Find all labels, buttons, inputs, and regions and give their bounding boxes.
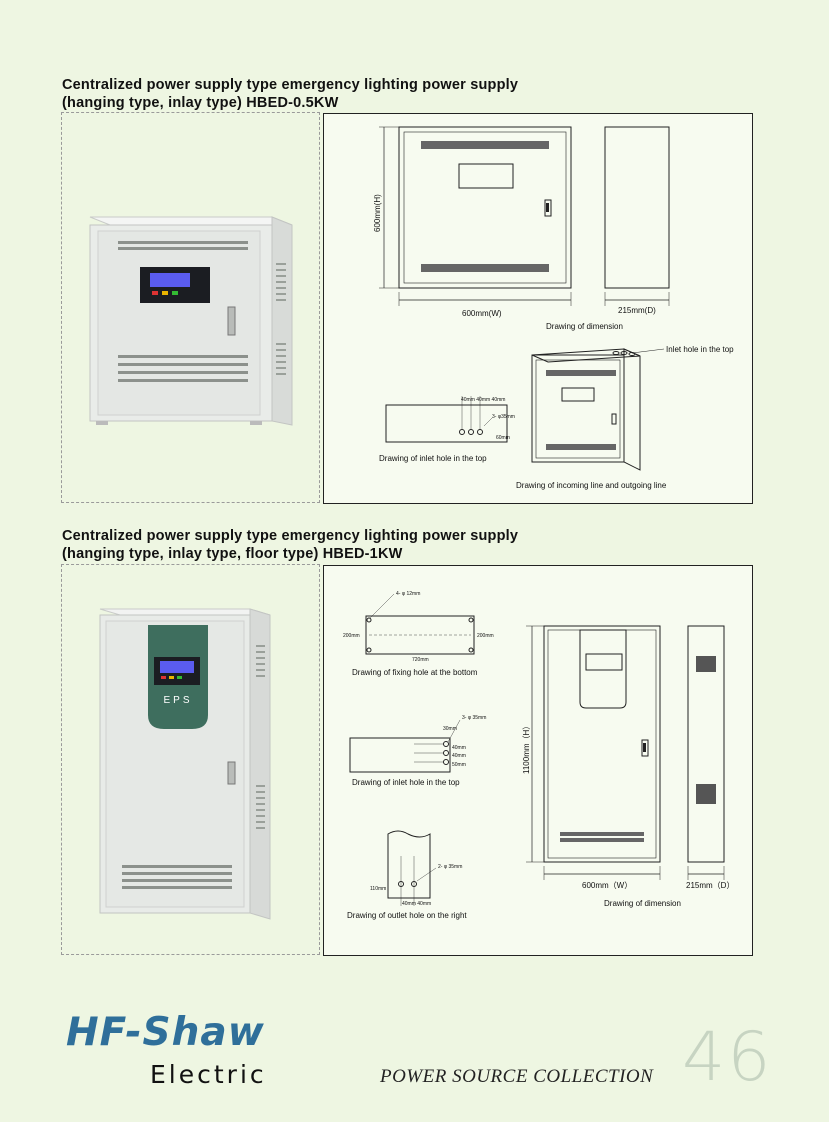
section2-drawing-frame: 4- φ 12mm 200mm 200mm 720mm Drawing of f… bbox=[323, 565, 753, 956]
inlet-d2: 40mm bbox=[452, 745, 466, 751]
section1-title-line1: Centralized power supply type emergency … bbox=[62, 77, 519, 93]
section1-title: Centralized power supply type emergency … bbox=[62, 76, 518, 112]
fix-bottom: 720mm bbox=[412, 657, 429, 663]
section1-title-line2: (hanging type, inlay type) HBED-0.5KW bbox=[62, 95, 339, 111]
logo-hf-shaw: HF-Shaw bbox=[66, 1010, 265, 1055]
page-number: 46 bbox=[682, 1018, 773, 1097]
section2-title-line1: Centralized power supply type emergency … bbox=[62, 528, 519, 544]
section1-inlet-caption: Drawing of inlet hole in the top bbox=[379, 454, 487, 463]
section2-cabinet-photo: EPS bbox=[99, 608, 271, 920]
section1-height-label: 600mm(H) bbox=[373, 194, 382, 232]
section1-cabinet-photo bbox=[89, 216, 293, 426]
section2-drawings: 4- φ 12mm 200mm 200mm 720mm Drawing of f… bbox=[343, 591, 734, 920]
fix-note: 4- φ 12mm bbox=[396, 591, 420, 597]
outlet-note: 2- φ 35mm bbox=[438, 864, 462, 870]
section1-photo-frame bbox=[61, 112, 320, 503]
inlet-caption: Drawing of inlet hole in the top bbox=[352, 778, 460, 787]
section2-title: Centralized power supply type emergency … bbox=[62, 527, 518, 563]
section1-small-dims: 40mm 40mm 40mm bbox=[461, 397, 505, 403]
section1-dimension-caption: Drawing of dimension bbox=[546, 322, 623, 331]
fix-right: 200mm bbox=[477, 633, 494, 639]
section2-depth-label: 215mm（D） bbox=[686, 881, 734, 890]
fixing-caption: Drawing of fixing hole at the bottom bbox=[352, 668, 478, 677]
section1-inlet-top-note: Inlet hole in the top bbox=[666, 345, 734, 354]
section2-photo-frame: EPS bbox=[61, 564, 320, 955]
section2-title-line2: (hanging type, inlay type, floor type) H… bbox=[62, 546, 403, 562]
section1-60mm: 60mm bbox=[496, 435, 510, 441]
outlet-caption: Drawing of outlet hole on the right bbox=[347, 911, 467, 920]
inlet-d4: 50mm bbox=[452, 762, 466, 768]
section1-drawings: 600mm(H) 600mm(W) 215mm(D) Drawing of di… bbox=[373, 126, 734, 490]
section1-depth-label: 215mm(D) bbox=[618, 306, 656, 315]
eps-label: EPS bbox=[163, 695, 192, 706]
inlet-note: 3- φ 35mm bbox=[462, 715, 486, 721]
section1-holes-note: 3- φ35mm bbox=[492, 414, 515, 420]
section2-height-label: 1100mm（H） bbox=[522, 722, 531, 774]
section1-drawing-frame: 600mm(H) 600mm(W) 215mm(D) Drawing of di… bbox=[323, 113, 753, 504]
inlet-d1: 30mm bbox=[443, 726, 457, 732]
logo-electric: Electric bbox=[150, 1060, 267, 1089]
fix-left: 200mm bbox=[343, 633, 360, 639]
section2-dimension-caption: Drawing of dimension bbox=[604, 899, 681, 908]
section2-width-label: 600mm（W） bbox=[582, 881, 632, 890]
section1-width-label: 600mm(W) bbox=[462, 309, 502, 318]
outlet-left: 110mm bbox=[370, 886, 386, 892]
outlet-bottom: 40mm 40mm bbox=[402, 901, 431, 907]
inlet-d3: 40mm bbox=[452, 753, 466, 759]
collection-title: POWER SOURCE COLLECTION bbox=[380, 1066, 654, 1087]
section1-incoming-caption: Drawing of incoming line and outgoing li… bbox=[516, 481, 667, 490]
